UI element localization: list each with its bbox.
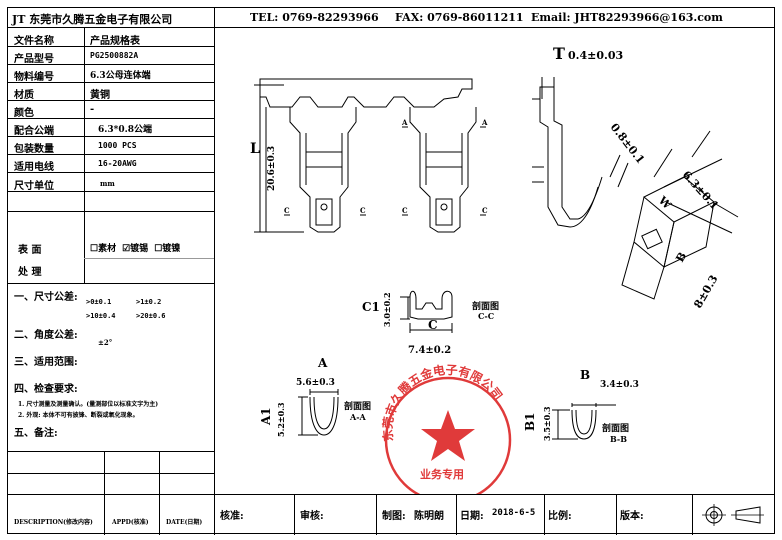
tolerance-title: 一、尺寸公差:	[14, 292, 78, 303]
spec-label-5: 配合公端	[14, 126, 54, 137]
section-aa-1: 剖面图	[344, 400, 371, 412]
tel-text: TEL: 0769-82293966	[250, 11, 379, 24]
dim-B: B	[673, 250, 689, 265]
dim-A1: A1	[259, 407, 273, 426]
tol-3: >20±0.6	[136, 312, 166, 320]
stamp-bottom-text: 业务专用	[420, 467, 464, 481]
spec-value-6: 1000 PCS	[98, 141, 137, 150]
date-field-value: 2018-6-5	[492, 508, 536, 518]
inspect-title: 四、检查要求:	[14, 384, 78, 395]
dim-length: 20.6±0.3	[267, 146, 277, 191]
spec-label-2: 物料编号	[14, 72, 54, 83]
spec-value-2: 6.3公母连体端	[90, 71, 151, 81]
angle-title: 二、角度公差:	[14, 330, 78, 341]
mark-c-right: C	[482, 206, 488, 215]
checkbox-unchecked-icon[interactable]: ☐	[154, 244, 163, 254]
email-text: Email: JHT82293966@163.com	[531, 11, 723, 24]
version-label: 版本:	[620, 511, 644, 522]
spec-label-7: 适用电线	[14, 162, 54, 173]
company-name: JT 东莞市久腾五金电子有限公司	[12, 13, 173, 26]
spec-value-4: -	[90, 104, 95, 115]
mark-c-right-2: C	[360, 206, 366, 215]
dim-C: C	[428, 318, 438, 332]
date-label: DATE(日期)	[166, 519, 203, 526]
dim-c-width: 7.4±0.2	[408, 345, 451, 356]
mark-c-left-2: C	[284, 206, 290, 215]
dim-T: T	[553, 44, 565, 63]
dim-thickness: 0.4±0.03	[568, 49, 623, 62]
tol-0: >0±0.1	[86, 298, 112, 306]
angle-value: ±2°	[98, 338, 113, 347]
dim-B-sec: B	[580, 368, 590, 382]
spec-value-5: 6.3*0.8公端	[98, 125, 153, 135]
section-cc-1: 剖面图	[472, 300, 499, 312]
remark-title: 五、备注:	[14, 428, 58, 439]
section-cc-2: C-C	[478, 311, 494, 321]
dim-b-val: 8±0.3	[691, 273, 720, 311]
dim-b-height: 3.5±0.3	[542, 406, 552, 441]
tol-2: >10±0.4	[86, 312, 116, 320]
checkbox-unchecked-icon[interactable]: ☐	[90, 244, 99, 254]
mark-a-right: A	[481, 118, 488, 127]
surface-option-tin[interactable]: ☑镀锡	[122, 244, 149, 254]
dim-c-height: 3.0±0.2	[382, 292, 392, 327]
desc-label: DESCRIPTION(修改内容)	[14, 519, 93, 526]
review-label: 审核:	[300, 511, 324, 522]
dim-a-height: 5.2±0.3	[276, 402, 286, 437]
dim-tab-thick: 0.8±0.1	[608, 121, 647, 166]
spec-value-3: 黄铜	[90, 90, 110, 101]
drawn-name: 陈明朗	[414, 511, 444, 522]
section-aa-2: A-A	[349, 412, 367, 422]
fax-text: FAX: 0769-86011211	[395, 11, 524, 24]
spec-value-7: 16-20AWG	[98, 159, 137, 168]
inspect-item-1: 2. 外观: 本体不可有披锋、断裂或氧化现象。	[18, 412, 139, 419]
tol-1: >1±0.2	[136, 298, 162, 306]
dim-L: L	[250, 141, 260, 157]
spec-value-0: 产品规格表	[90, 36, 140, 47]
surface-label-1: 表 面	[18, 245, 42, 256]
section-bb-2: B-B	[610, 434, 627, 444]
appd-label: APPD(核准)	[112, 519, 149, 526]
drawn-label: 制图:	[382, 511, 406, 522]
spec-label-1: 产品型号	[14, 54, 54, 65]
inspect-item-0: 1. 尺寸测量及测量确认。(量测部位以标准文字为主)	[18, 401, 159, 408]
spec-label-8: 尺寸单位	[14, 181, 54, 192]
drawing-sheet: JT 东莞市久腾五金电子有限公司 TEL: 0769-82293966 FAX:…	[7, 7, 775, 535]
spec-value-1: PG2500882A	[90, 51, 139, 60]
surface-options: ☐素材 ☑镀锡 ☐镀镍	[90, 241, 180, 254]
checkbox-checked-icon[interactable]: ☑	[122, 244, 131, 254]
date-field-label: 日期:	[460, 511, 484, 522]
drawing-area: T 0.4±0.03 L 20.6±0.3 0.8±0.1 6.3±0.1 W …	[250, 44, 739, 494]
scale-label: 比例:	[548, 511, 572, 522]
surface-option-bare[interactable]: ☐素材	[90, 244, 117, 254]
dim-A: A	[317, 356, 328, 370]
mark-c-left: C	[402, 206, 408, 215]
spec-value-8: mm	[100, 179, 115, 188]
dim-width: 6.3±0.1	[680, 168, 721, 212]
check-label: 核准:	[220, 511, 244, 522]
dim-C1: C1	[362, 300, 380, 314]
surface-label-2: 处 理	[18, 267, 42, 278]
spec-label-0: 文件名称	[14, 36, 54, 47]
surface-option-nickel[interactable]: ☐镀镍	[154, 244, 181, 254]
dim-B1: B1	[523, 413, 537, 432]
spec-label-4: 颜色	[14, 108, 34, 119]
dim-W: W	[655, 193, 674, 212]
mark-a-left: A	[401, 118, 408, 127]
dim-b-width: 3.4±0.3	[600, 380, 639, 390]
company-stamp: 东莞市久腾五金电子有限公司 业务专用	[380, 362, 512, 494]
spec-label-6: 包装数量	[14, 144, 54, 155]
use-title: 三、适用范围:	[14, 357, 78, 368]
spec-label-3: 材质	[14, 90, 34, 101]
projection-symbol-icon	[702, 504, 764, 526]
dim-a-width: 5.6±0.3	[296, 378, 335, 388]
section-bb-1: 剖面图	[602, 422, 629, 434]
